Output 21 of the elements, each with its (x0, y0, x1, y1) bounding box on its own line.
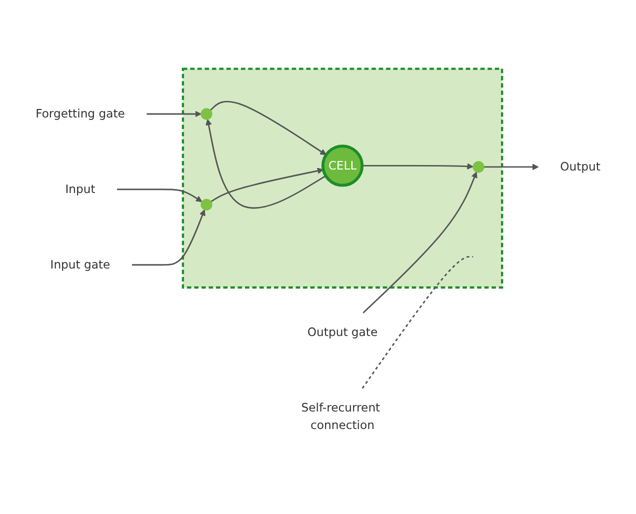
arrow (146, 110, 202, 118)
arrow (362, 172, 478, 314)
arrow (132, 210, 206, 266)
node-text: Forgetting gate (36, 106, 125, 121)
node-text: Output (560, 160, 600, 174)
node-text: Output gate (307, 325, 378, 340)
arrow (206, 119, 326, 209)
arrow (117, 188, 202, 202)
node-circle (200, 108, 212, 120)
node-circle: CELL (321, 144, 364, 187)
node-circle (200, 199, 212, 211)
node-text: Input gate (50, 258, 110, 272)
node-text: Self-recurrent connection (301, 400, 380, 432)
arrow (210, 101, 326, 156)
node-circle (472, 161, 484, 173)
cluster (182, 68, 504, 289)
arrow (210, 168, 324, 202)
arrow (484, 164, 539, 170)
connector (362, 256, 474, 389)
node-text: Input (65, 182, 96, 196)
arrow (362, 163, 474, 170)
